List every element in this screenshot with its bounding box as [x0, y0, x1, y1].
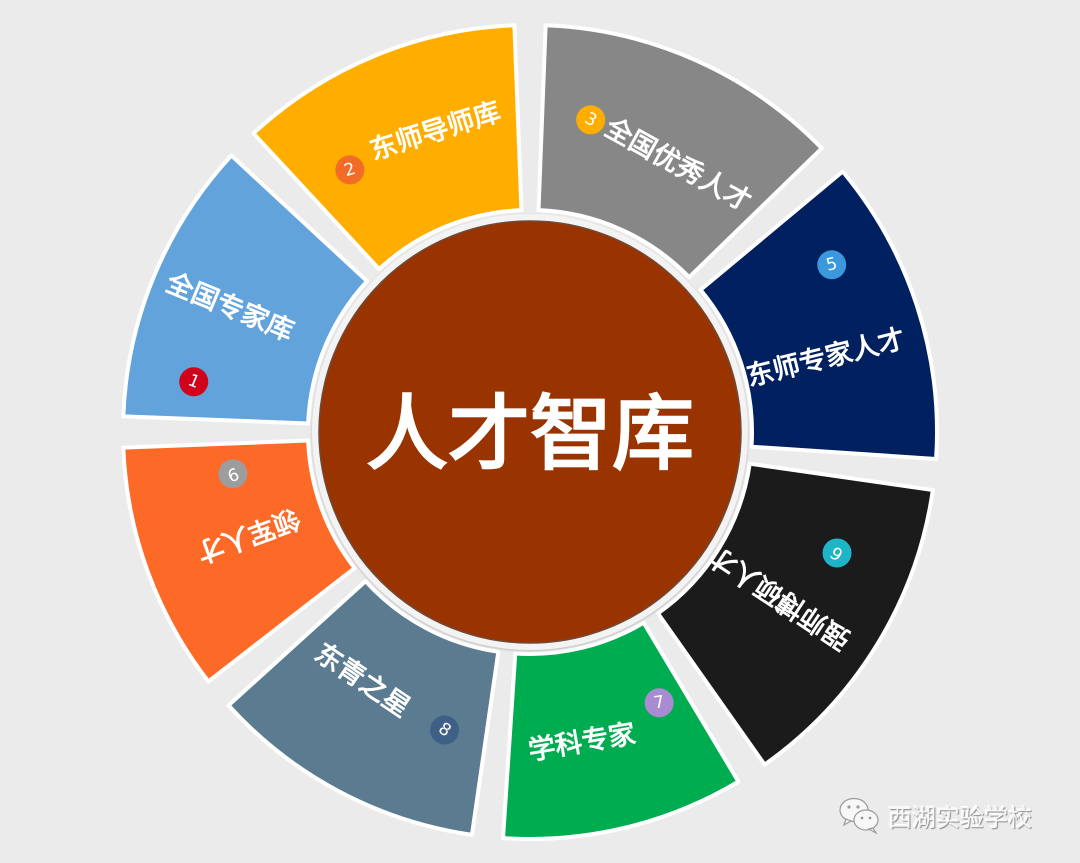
segment-shape[interactable]	[501, 620, 741, 841]
badge-number: 7	[652, 692, 666, 714]
segment-shape[interactable]	[121, 438, 357, 684]
badge-circle	[822, 538, 852, 568]
badge-circle	[335, 155, 365, 185]
badge-circle	[179, 367, 209, 397]
badge-circle	[218, 459, 248, 489]
center-circle	[318, 220, 742, 644]
badge-circle	[817, 250, 847, 280]
number-badge: 9	[218, 459, 248, 489]
segment-shape[interactable]	[655, 461, 935, 767]
badge-circle	[644, 688, 674, 718]
center-title: 人才智库	[366, 387, 694, 482]
number-badge: 1	[179, 367, 209, 397]
badge-number: 5	[824, 254, 839, 276]
number-badge: 5	[817, 250, 847, 280]
wechat-icon	[839, 797, 879, 835]
segment-shape[interactable]	[698, 169, 939, 461]
watermark-text: 西湖实验学校	[888, 803, 1032, 832]
number-badge: 3	[576, 105, 606, 135]
badge-circle	[576, 105, 606, 135]
watermark: 西湖实验学校	[838, 795, 1032, 835]
number-badge: 6	[822, 538, 852, 568]
segment-shape[interactable]	[226, 579, 501, 837]
number-badge: 2	[335, 155, 365, 185]
segment-shape[interactable]	[251, 23, 524, 272]
number-badge: 7	[644, 688, 674, 718]
badge-circle	[430, 715, 460, 745]
center-hub[interactable]: 人才智库	[312, 214, 748, 650]
number-badge: 8	[430, 715, 460, 745]
segment-shape[interactable]	[121, 153, 370, 426]
segment-shape[interactable]	[536, 23, 824, 280]
